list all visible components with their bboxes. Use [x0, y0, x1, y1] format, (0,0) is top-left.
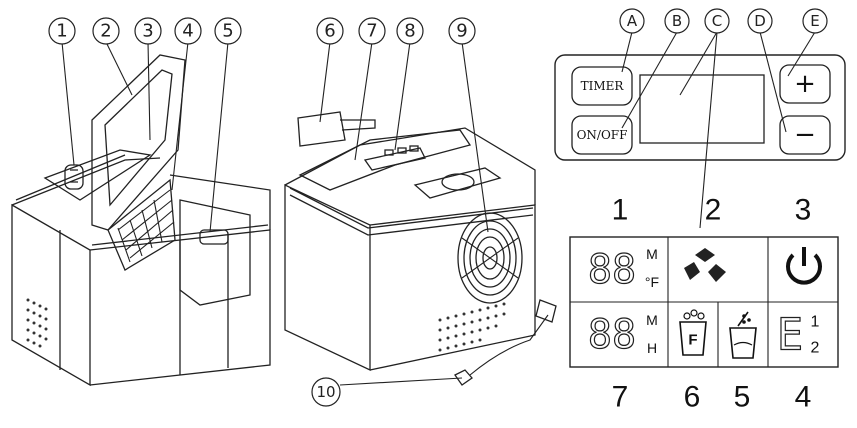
- callout-8: 8: [396, 17, 424, 45]
- top-control-panel: [363, 147, 426, 171]
- temperature-display: 88 M °F: [587, 246, 659, 294]
- callout-4: 4: [174, 17, 202, 45]
- svg-text:8: 8: [404, 21, 415, 42]
- lcd-window: [639, 74, 765, 144]
- power-plug: [535, 299, 557, 323]
- svg-text:5: 5: [222, 21, 233, 42]
- minus-button[interactable]: −: [779, 115, 831, 155]
- svg-text:1: 1: [811, 314, 820, 331]
- svg-text:−: −: [794, 120, 816, 150]
- svg-text:6: 6: [324, 21, 335, 42]
- plus-button[interactable]: +: [779, 64, 831, 104]
- callout-9: 9: [448, 17, 476, 45]
- callout-A: A: [619, 8, 645, 34]
- latch-left: [64, 164, 84, 190]
- ice-cubes-icon: [684, 248, 726, 282]
- svg-text:2: 2: [100, 21, 111, 42]
- label-2: 2: [705, 194, 722, 227]
- svg-text:88: 88: [588, 247, 636, 293]
- callout-3: 3: [134, 17, 162, 45]
- svg-text:M: M: [646, 246, 658, 262]
- svg-text:TIMER: TIMER: [581, 79, 625, 93]
- svg-text:88: 88: [588, 312, 636, 358]
- machine-open-lid: [11, 41, 271, 387]
- open-lid: [91, 54, 186, 231]
- svg-text:M: M: [646, 312, 658, 328]
- callout-2: 2: [92, 17, 120, 45]
- svg-text:C: C: [712, 12, 722, 30]
- callout-5: 5: [214, 17, 242, 45]
- water-tank: [179, 199, 251, 306]
- machine-closed: [284, 41, 557, 386]
- callout-1: 1: [48, 17, 76, 45]
- svg-text:2: 2: [811, 340, 820, 357]
- svg-text:E: E: [810, 12, 819, 30]
- control-panel: TIMER ON/OFF + −: [554, 31, 846, 229]
- error-code-icon: E 1 2: [776, 309, 820, 361]
- ice-basket: [107, 178, 176, 271]
- callout-6: 6: [316, 17, 344, 45]
- svg-text:ON/OFF: ON/OFF: [577, 128, 628, 142]
- power-icon: [786, 247, 822, 285]
- callout-E: E: [802, 8, 828, 34]
- svg-text:F: F: [688, 332, 697, 349]
- svg-text:10: 10: [316, 383, 335, 401]
- svg-text:H: H: [647, 340, 657, 356]
- display-legend: 1 2 3 88 M °F 88 M H: [569, 194, 839, 414]
- svg-text:°F: °F: [645, 274, 659, 290]
- callout-B: B: [664, 8, 690, 34]
- onoff-button[interactable]: ON/OFF: [571, 115, 633, 155]
- label-1: 1: [612, 194, 629, 227]
- ice-scoop: [297, 111, 346, 147]
- callout-C: C: [704, 8, 730, 34]
- cooling-fan: [457, 212, 523, 304]
- label-3: 3: [795, 194, 812, 227]
- timer-button[interactable]: TIMER: [571, 66, 633, 106]
- label-6: 6: [684, 381, 701, 414]
- svg-text:3: 3: [142, 21, 153, 42]
- svg-text:B: B: [672, 12, 682, 30]
- callout-10: 10: [311, 377, 341, 407]
- ice-full-icon: F: [679, 309, 707, 356]
- svg-text:9: 9: [456, 21, 467, 42]
- callout-D: D: [747, 8, 773, 34]
- label-7: 7: [612, 381, 629, 414]
- svg-text:D: D: [754, 12, 766, 30]
- svg-text:+: +: [794, 69, 816, 99]
- svg-text:1: 1: [56, 21, 67, 42]
- label-4: 4: [795, 381, 812, 414]
- vent-left: [26, 298, 48, 348]
- svg-text:4: 4: [182, 21, 193, 42]
- svg-text:7: 7: [366, 21, 377, 42]
- add-water-icon: [729, 311, 757, 359]
- svg-text:A: A: [627, 12, 638, 30]
- callout-7: 7: [358, 17, 386, 45]
- vent-middle: [438, 302, 506, 352]
- lid-window: [441, 173, 475, 191]
- timer-display: 88 M H: [587, 311, 658, 358]
- drain-plug: [454, 369, 473, 386]
- label-5: 5: [734, 381, 751, 414]
- svg-text:E: E: [777, 310, 804, 361]
